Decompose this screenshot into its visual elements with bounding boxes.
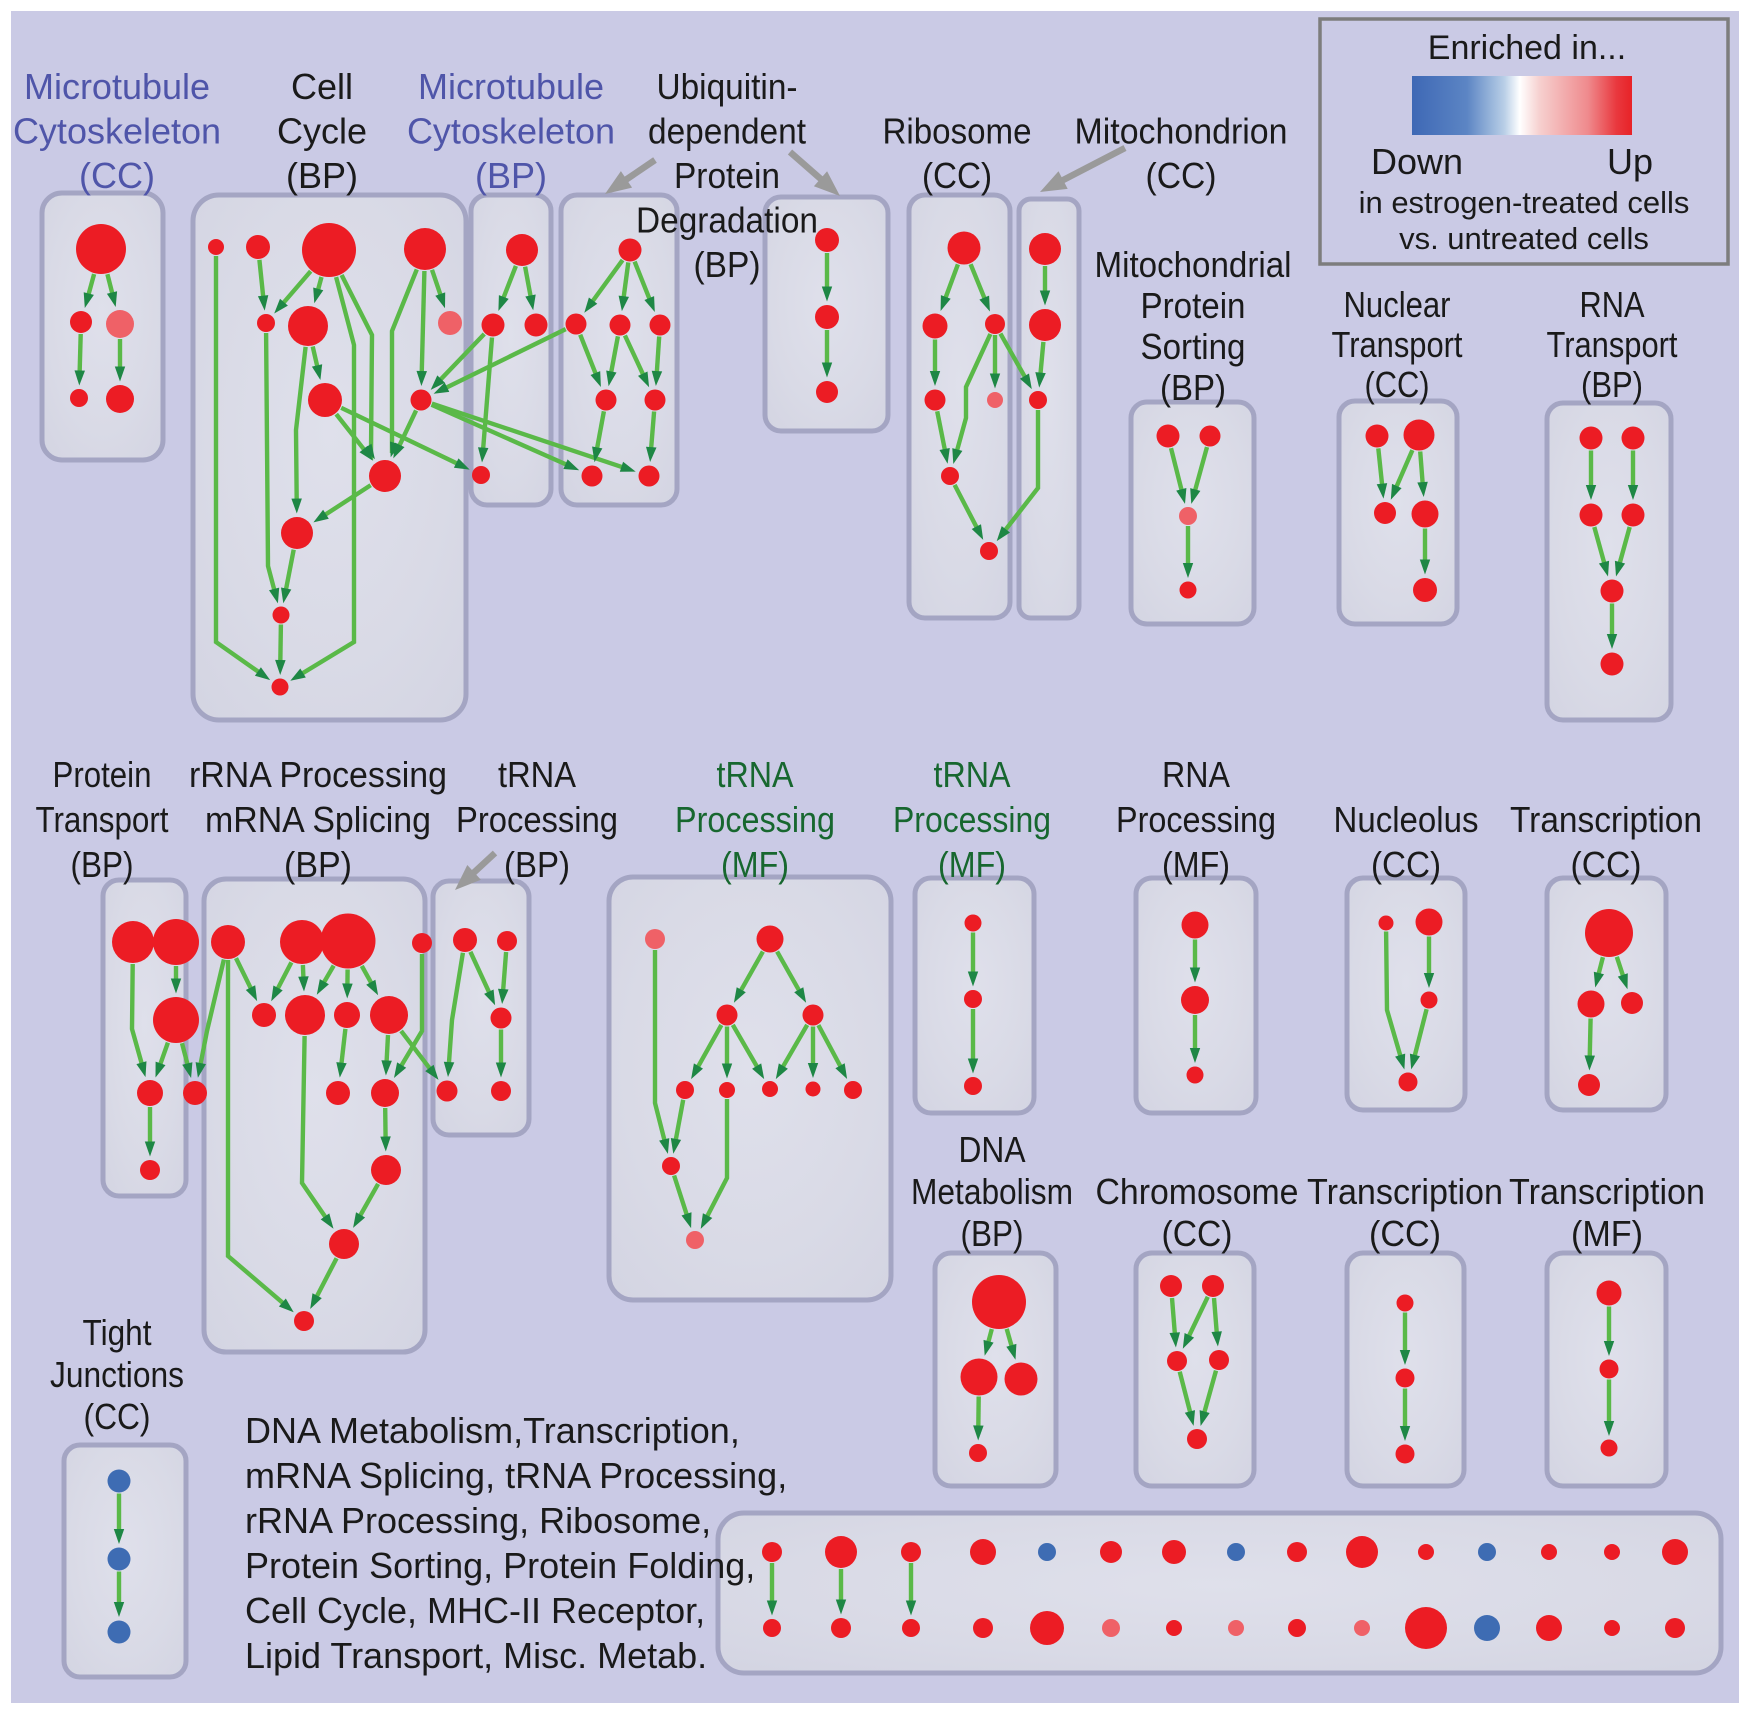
svg-text:Protein: Protein (53, 754, 152, 795)
svg-text:(BP): (BP) (284, 844, 352, 885)
svg-text:Tight: Tight (83, 1312, 152, 1353)
svg-text:Transcription: Transcription (1510, 799, 1702, 840)
svg-text:Microtubule: Microtubule (418, 66, 604, 107)
svg-text:Chromosome: Chromosome (1096, 1171, 1299, 1212)
svg-text:Protein Sorting, Protein Foldi: Protein Sorting, Protein Folding, (245, 1545, 755, 1586)
svg-text:Processing: Processing (1116, 799, 1276, 840)
svg-text:(CC): (CC) (1365, 364, 1430, 405)
svg-text:(CC): (CC) (922, 155, 992, 196)
svg-text:Degradation: Degradation (636, 200, 818, 241)
svg-text:(CC): (CC) (1371, 844, 1441, 885)
svg-text:tRNA: tRNA (934, 754, 1011, 795)
svg-text:Metabolism: Metabolism (911, 1171, 1073, 1212)
svg-text:Up: Up (1607, 141, 1653, 182)
svg-text:(BP): (BP) (694, 244, 761, 285)
svg-text:Transport: Transport (36, 799, 169, 840)
svg-text:in estrogen-treated cells: in estrogen-treated cells (1359, 185, 1690, 220)
svg-text:mRNA Splicing, tRNA Processing: mRNA Splicing, tRNA Processing, (245, 1455, 787, 1496)
svg-text:(BP): (BP) (961, 1213, 1024, 1254)
svg-text:Processing: Processing (675, 799, 835, 840)
svg-text:(MF): (MF) (1162, 844, 1230, 885)
svg-text:Cycle: Cycle (277, 111, 367, 152)
svg-text:Cell Cycle, MHC-II Receptor,: Cell Cycle, MHC-II Receptor, (245, 1590, 705, 1631)
svg-text:mRNA Splicing: mRNA Splicing (205, 799, 431, 840)
svg-text:(BP): (BP) (71, 844, 134, 885)
svg-text:Cytoskeleton: Cytoskeleton (407, 111, 615, 152)
svg-text:Nuclear: Nuclear (1344, 284, 1451, 325)
svg-text:(BP): (BP) (286, 155, 358, 196)
svg-text:Transport: Transport (1332, 324, 1463, 365)
svg-text:(MF): (MF) (938, 844, 1006, 885)
svg-text:Transcription: Transcription (1307, 1171, 1503, 1212)
svg-text:Transport: Transport (1547, 324, 1678, 365)
svg-text:Processing: Processing (893, 799, 1051, 840)
svg-text:(MF): (MF) (1571, 1213, 1643, 1254)
svg-text:(CC): (CC) (1162, 1213, 1233, 1254)
svg-text:DNA Metabolism,Transcription,: DNA Metabolism,Transcription, (245, 1410, 740, 1451)
svg-text:(BP): (BP) (1581, 364, 1643, 405)
svg-text:dependent: dependent (648, 111, 806, 152)
svg-text:tRNA: tRNA (498, 754, 576, 795)
svg-text:Mitochondrion: Mitochondrion (1075, 111, 1288, 152)
svg-text:(CC): (CC) (79, 155, 155, 196)
svg-text:Ubiquitin-: Ubiquitin- (657, 66, 798, 107)
svg-text:Cytoskeleton: Cytoskeleton (13, 111, 221, 152)
svg-text:Protein: Protein (1141, 285, 1246, 326)
svg-text:Nucleolus: Nucleolus (1334, 799, 1479, 840)
svg-text:Enriched in...: Enriched in... (1428, 29, 1626, 67)
svg-text:DNA: DNA (959, 1129, 1026, 1170)
svg-text:(MF): (MF) (721, 844, 789, 885)
svg-text:Lipid Transport, Misc. Metab.: Lipid Transport, Misc. Metab. (245, 1635, 707, 1676)
svg-text:rRNA Processing, Ribosome,: rRNA Processing, Ribosome, (245, 1500, 711, 1541)
svg-text:(BP): (BP) (504, 844, 570, 885)
svg-text:(BP): (BP) (475, 155, 547, 196)
svg-text:Junctions: Junctions (50, 1354, 184, 1395)
svg-text:tRNA: tRNA (717, 754, 794, 795)
svg-text:Sorting: Sorting (1141, 326, 1246, 367)
svg-text:(CC): (CC) (1146, 155, 1217, 196)
svg-text:Protein: Protein (674, 155, 780, 196)
svg-text:Transcription: Transcription (1509, 1171, 1705, 1212)
svg-text:(CC): (CC) (1571, 844, 1642, 885)
svg-text:rRNA Processing: rRNA Processing (189, 754, 447, 795)
svg-text:(BP): (BP) (1160, 367, 1226, 408)
svg-text:Down: Down (1371, 141, 1463, 182)
svg-text:RNA: RNA (1162, 754, 1230, 795)
svg-text:Processing: Processing (456, 799, 618, 840)
svg-text:(CC): (CC) (84, 1396, 151, 1437)
svg-text:Cell: Cell (291, 66, 353, 107)
svg-text:RNA: RNA (1580, 284, 1645, 325)
svg-text:Microtubule: Microtubule (24, 66, 210, 107)
svg-text:vs. untreated cells: vs. untreated cells (1399, 221, 1649, 256)
svg-text:(CC): (CC) (1369, 1213, 1441, 1254)
svg-text:Mitochondrial: Mitochondrial (1095, 244, 1292, 285)
svg-text:Ribosome: Ribosome (883, 111, 1032, 152)
